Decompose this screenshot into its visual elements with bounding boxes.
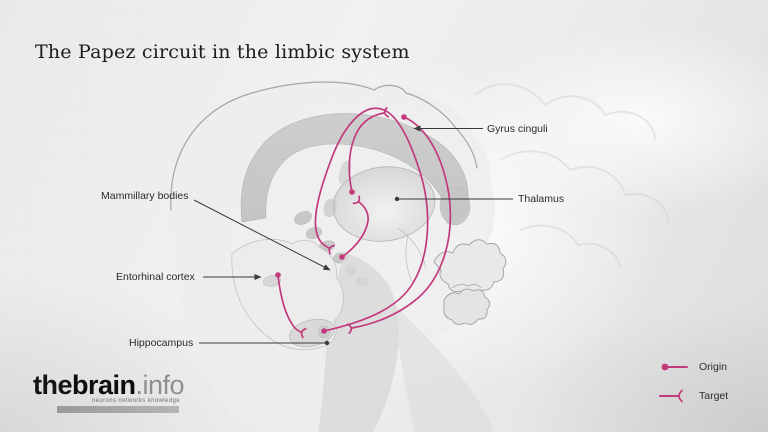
logo-info: .info bbox=[135, 370, 185, 400]
origin-dot-thalamus bbox=[349, 189, 355, 195]
origin-icon bbox=[661, 363, 688, 371]
pointer-dot-hippocampus bbox=[324, 340, 330, 346]
label-gyrus-cinguli: Gyrus cinguli bbox=[487, 122, 548, 135]
path-mammillary-to-thalamus bbox=[341, 195, 369, 258]
medulla bbox=[392, 302, 494, 432]
label-mammillary-bodies: Mammillary bodies bbox=[101, 190, 189, 202]
origin-dot-gyrus bbox=[401, 114, 407, 120]
pointer-dot-thalamus bbox=[394, 196, 400, 202]
label-entorhinal-cortex: Entorhinal cortex bbox=[116, 271, 195, 283]
label-thalamus: Thalamus bbox=[518, 193, 565, 205]
origin-dot-mammillary bbox=[339, 254, 345, 260]
logo-brain: brain bbox=[72, 370, 136, 400]
label-hippocampus: Hippocampus bbox=[129, 337, 194, 349]
entorhinal-shape bbox=[262, 275, 282, 287]
label-pointers bbox=[193, 125, 513, 346]
legend-origin-label: Origin bbox=[699, 361, 728, 373]
cortex-background-swirls bbox=[474, 83, 669, 269]
page-title: The Papez circuit in the limbic system bbox=[35, 41, 410, 63]
origin-dot-hippocampus bbox=[321, 328, 327, 334]
logo-the: the bbox=[33, 370, 73, 400]
brain-illustration bbox=[168, 79, 669, 432]
path-thalamus-to-gyrus bbox=[348, 107, 390, 193]
logo-tagline: neurons networks knowledge bbox=[91, 398, 180, 404]
origin-dots bbox=[275, 114, 407, 334]
origin-dot-entorhinal bbox=[275, 272, 281, 278]
logo-bar bbox=[57, 406, 179, 413]
papez-circuit bbox=[275, 107, 452, 339]
logo: thebrain.info bbox=[33, 370, 185, 400]
legend-icons bbox=[659, 363, 688, 403]
path-entorhinal-to-hippocampus bbox=[277, 275, 307, 339]
pointer-mammillary bbox=[193, 199, 331, 271]
path-gyrus-to-hippocampus bbox=[346, 116, 452, 334]
cortex-outline bbox=[170, 81, 478, 211]
midbrain-outline bbox=[397, 227, 427, 283]
splenium bbox=[439, 186, 471, 226]
cerebellum bbox=[433, 239, 507, 325]
legend-target-label: Target bbox=[699, 390, 729, 402]
target-icon bbox=[659, 389, 683, 403]
